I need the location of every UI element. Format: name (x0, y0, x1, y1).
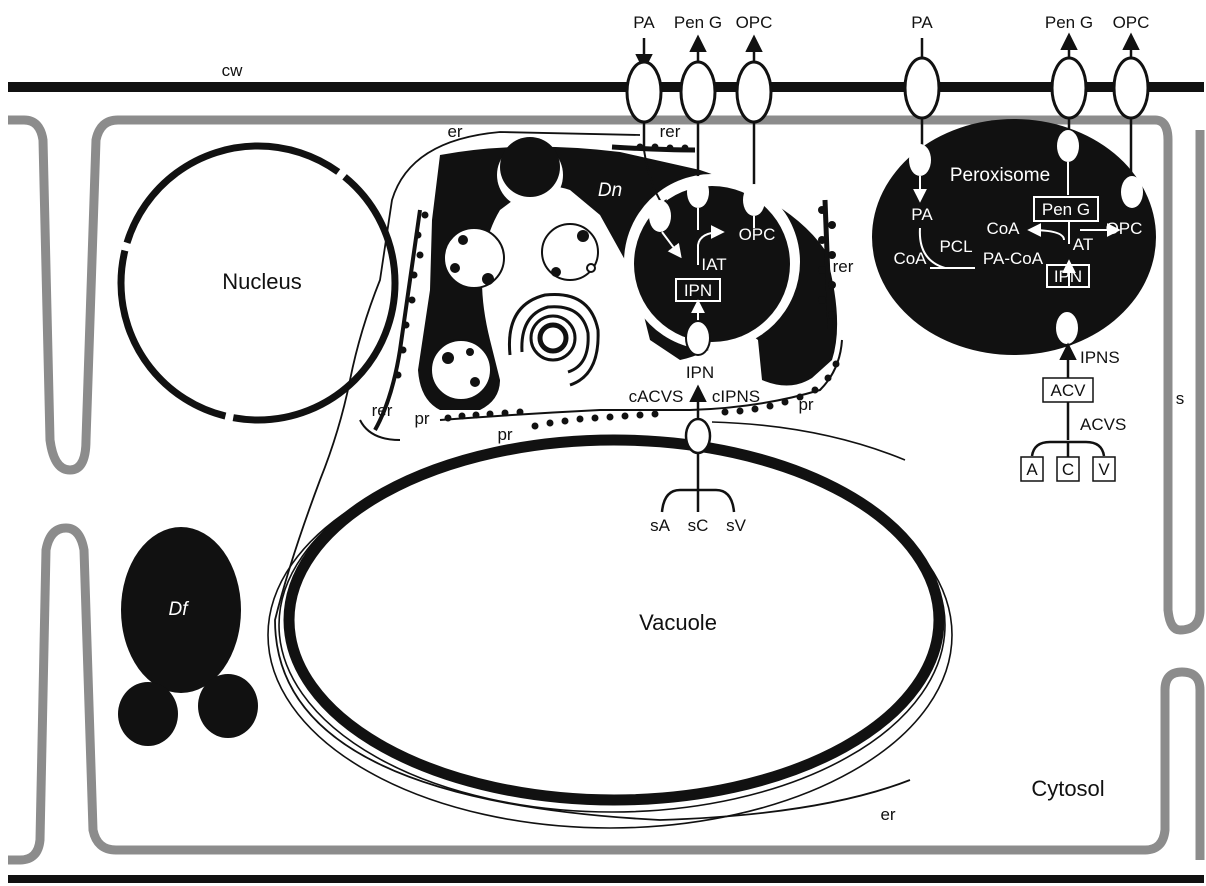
px-pcl-label: PCL (939, 237, 972, 256)
px-ipn-label: IPN (1054, 267, 1082, 286)
er-bottom-label: er (880, 805, 895, 824)
pr-right-label: pr (798, 395, 813, 414)
dn-iat-label: IAT (701, 255, 726, 274)
acvs-label: ACVS (1080, 415, 1126, 434)
px-at-label: AT (1073, 235, 1093, 254)
top-opc-2-label: OPC (1113, 13, 1150, 32)
dn-opc-label: OPC (739, 225, 776, 244)
pr-bottom-label: pr (497, 425, 512, 444)
dn-ipn-label: IPN (686, 363, 714, 382)
px-peng-label: Pen G (1042, 200, 1090, 219)
cipns-label: cIPNS (712, 387, 760, 406)
cytosolic-pathway: IPNS ACV ACVS A C V (1021, 346, 1126, 481)
px-coa-mid-label: CoA (986, 219, 1020, 238)
v-label: V (1098, 460, 1110, 479)
top-peng-2-label: Pen G (1045, 13, 1093, 32)
s-label: s (1176, 389, 1185, 408)
vacuole-transporter (662, 419, 734, 512)
vacuole: Vacuole (268, 438, 952, 828)
sc-label: sC (688, 516, 709, 535)
vacuole-label: Vacuole (639, 610, 717, 635)
er-top-label: er (447, 122, 462, 141)
nucleus-label: Nucleus (222, 269, 301, 294)
peroxisome: Peroxisome PA Pen G CoA PCL CoA PA-CoA A… (872, 119, 1156, 355)
cw-label: cw (222, 61, 244, 80)
dn-label: Dn (598, 180, 622, 201)
membrane-whorl (509, 294, 598, 385)
top-pa-1-label: PA (633, 13, 655, 32)
rer-top-label: rer (660, 122, 681, 141)
dn-ipn-box-label: IPN (684, 281, 712, 300)
df-body: Df (118, 527, 258, 746)
c-label: C (1062, 460, 1074, 479)
px-coa-left-label: CoA (893, 249, 927, 268)
df-label: Df (169, 599, 190, 620)
px-paco-label: PA-CoA (983, 249, 1044, 268)
acv-label: ACV (1051, 381, 1087, 400)
top-peng-1-label: Pen G (674, 13, 722, 32)
px-pa-label: PA (911, 205, 933, 224)
sv-label: sV (726, 516, 747, 535)
a-label: A (1026, 460, 1038, 479)
cytosol-label: Cytosol (1031, 776, 1104, 801)
top-opc-1-label: OPC (736, 13, 773, 32)
rer-left-label: rer (372, 401, 393, 420)
sa-label: sA (650, 516, 671, 535)
cacvs-label: cACVS (629, 387, 684, 406)
nucleus: Nucleus (121, 146, 395, 420)
peroxisome-label: Peroxisome (950, 165, 1050, 186)
rer-right-label: rer (833, 257, 854, 276)
ipns-label: IPNS (1080, 348, 1120, 367)
top-pa-2-label: PA (911, 13, 933, 32)
px-opc-label: OPC (1106, 219, 1143, 238)
pr-left-label: pr (414, 409, 429, 428)
